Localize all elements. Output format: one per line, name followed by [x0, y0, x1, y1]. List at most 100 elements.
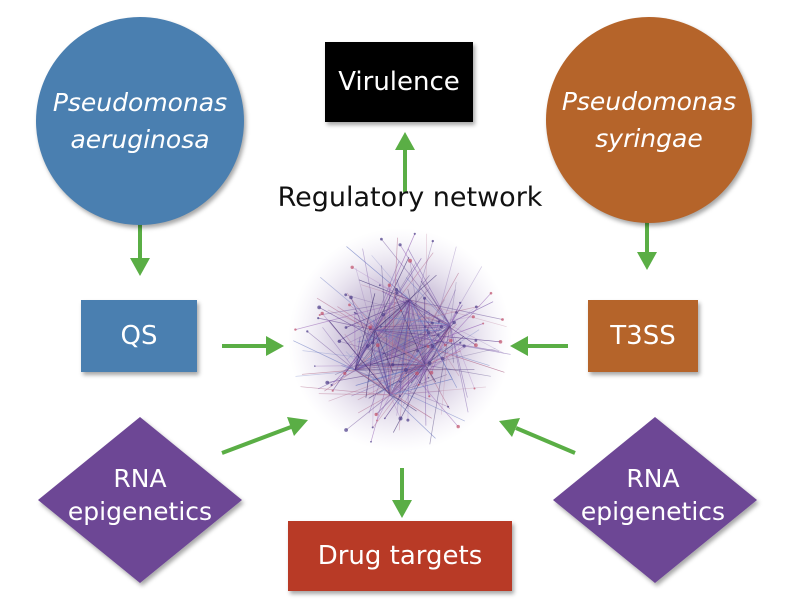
network-node-dot [474, 339, 478, 342]
network-edge [320, 277, 426, 366]
network-node-dot [426, 329, 429, 332]
network-edge [424, 298, 426, 366]
network-node-dot [437, 320, 441, 323]
network-node-dot [428, 395, 431, 398]
network-edge [389, 285, 391, 396]
network-node-dot [344, 293, 348, 297]
network-edge [345, 394, 391, 431]
network-edge [327, 364, 426, 383]
network-edge [322, 327, 356, 371]
network-node-dot [415, 371, 419, 376]
network-edge [424, 329, 480, 366]
network-edge [409, 299, 507, 328]
network-edge [355, 267, 391, 396]
network-edge [368, 299, 411, 414]
network-edge [381, 364, 426, 369]
network-node-dot [398, 243, 402, 247]
network-edge [389, 378, 453, 396]
network-edge [418, 364, 426, 385]
network-edge [293, 340, 356, 371]
network-edge [380, 324, 451, 328]
rna-left-line2: epigenetics [67, 497, 213, 526]
network-edge [381, 265, 391, 396]
network-node-dot [459, 341, 462, 344]
network-node-dot [413, 232, 416, 235]
network-node-dot [349, 295, 353, 300]
network-edge [389, 340, 431, 396]
network-node-dot [381, 312, 385, 317]
network-node-dot [426, 345, 430, 348]
network-edge [389, 394, 436, 439]
network-node-dot [404, 368, 408, 373]
network-edge [354, 336, 361, 371]
network-edge [389, 241, 434, 396]
network-node-dot [325, 380, 330, 385]
regulatory-network-graphic [288, 228, 512, 452]
rna-epigenetics-right-diamond [553, 417, 757, 583]
t3ss-label: T3SS [610, 321, 676, 351]
network-edge [449, 324, 454, 363]
network-node-dot [350, 265, 354, 269]
network-edge [352, 266, 451, 326]
network-node-dot [489, 291, 493, 295]
network-edge [319, 307, 426, 366]
rna-right-line2: epigenetics [580, 497, 726, 526]
qs-label: QS [120, 321, 158, 351]
pseudomonas-syringae-node: Pseudomonas syringae [546, 17, 752, 223]
network-node-dot [408, 258, 412, 263]
network-node-dot [371, 426, 374, 429]
network-edge [405, 364, 426, 371]
network-edge [449, 282, 457, 326]
network-node-dot [380, 237, 383, 241]
network-node-dot [455, 311, 458, 314]
network-edge [319, 299, 411, 316]
network-edge [389, 390, 442, 396]
network-node-dot [320, 311, 324, 316]
network-node-dot [459, 301, 462, 304]
network-edge [424, 246, 457, 366]
network-edge [404, 299, 411, 381]
network-edge [301, 369, 356, 375]
network-edge [420, 280, 451, 326]
network-node-dot [314, 365, 316, 367]
network-node-dot [337, 339, 342, 343]
network-edge [409, 299, 433, 324]
network-edge [302, 350, 426, 366]
network-edge [409, 299, 430, 397]
network-node-dot [431, 321, 434, 325]
network-edge [389, 323, 457, 396]
network-edge [355, 320, 391, 396]
network-edge [344, 333, 391, 396]
network-edge [412, 312, 451, 326]
network-edge [346, 246, 411, 301]
network-edge [318, 393, 391, 396]
network-node-dot [430, 344, 435, 349]
virulence-node: Virulence [325, 42, 473, 122]
network-edge [389, 386, 486, 396]
network-edge [424, 311, 430, 366]
network-edge [328, 364, 426, 402]
network-edge [374, 326, 442, 331]
network-node-dot [353, 311, 356, 314]
rna-left-line1: RNA [113, 464, 167, 493]
network-node-dot [370, 440, 372, 443]
network-node-dot [387, 283, 392, 287]
network-edge [418, 308, 426, 366]
network-node-dot [427, 361, 432, 366]
network-node-dot [426, 330, 431, 335]
network-node-dot [348, 303, 351, 307]
regulatory-network-label: Regulatory network [277, 182, 543, 213]
network-edge [341, 365, 356, 371]
t3ss-node: T3SS [588, 300, 698, 372]
network-node-dot [431, 239, 434, 243]
network-edge [392, 324, 451, 433]
network-edge [421, 324, 451, 349]
network-node-dot [456, 424, 460, 429]
network-edge [374, 329, 394, 374]
network-edge [389, 332, 429, 396]
network-node-dot [399, 309, 402, 312]
network-edge [354, 275, 430, 371]
network-node-dot [371, 341, 375, 345]
network-edge [366, 299, 411, 338]
